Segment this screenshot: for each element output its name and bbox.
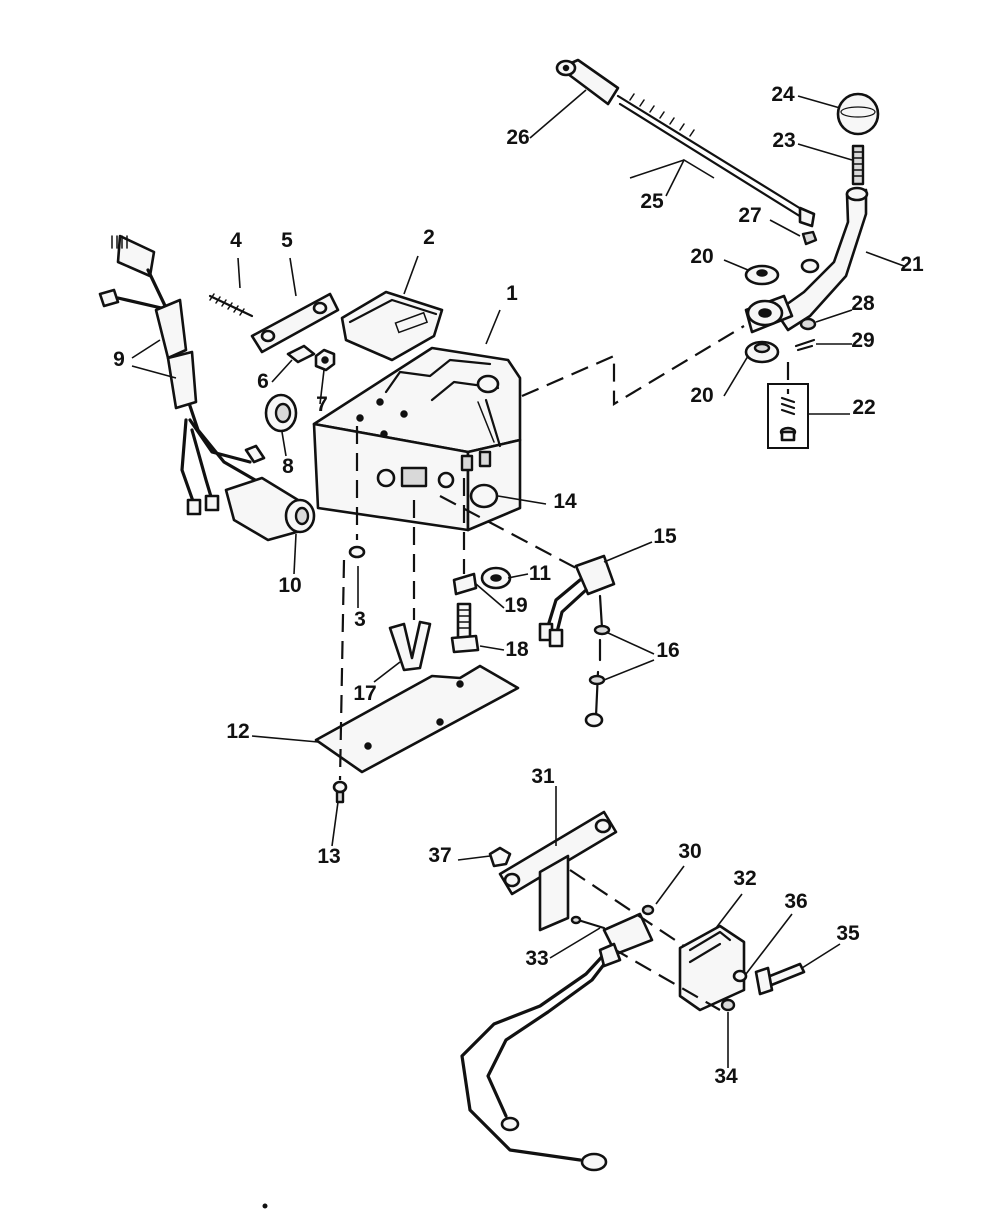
part-grommet-8 — [264, 393, 298, 433]
callout-26: 26 — [506, 126, 529, 149]
callout-15: 15 — [653, 525, 677, 548]
part-wire-harness-9 — [98, 234, 266, 516]
part-bushing-20-upper — [744, 264, 780, 286]
part-washer-36 — [732, 969, 748, 983]
part-washer-28 — [799, 317, 817, 331]
part-nut-34 — [720, 998, 736, 1012]
callout-35: 35 — [836, 922, 860, 945]
part-screw-35 — [754, 962, 806, 996]
part-cotter-pin-29 — [794, 338, 816, 352]
callout-27: 27 — [738, 204, 761, 227]
callout-28: 28 — [851, 292, 875, 315]
part-bracket-31 — [498, 810, 618, 932]
callout-16: 16 — [656, 639, 679, 662]
part-button-14 — [469, 483, 499, 509]
callout-34: 34 — [714, 1065, 738, 1088]
part-nut-7 — [314, 348, 336, 372]
callout-20: 20 — [690, 245, 713, 268]
callout-30: 30 — [678, 840, 701, 863]
part-shift-lever-21 — [744, 186, 869, 334]
callout-2: 2 — [423, 226, 435, 249]
callout-31: 31 — [531, 765, 555, 788]
callout-9: 9 — [113, 348, 125, 371]
callout-11: 11 — [529, 562, 552, 585]
callout-17: 17 — [353, 682, 376, 705]
callout-23: 23 — [772, 129, 795, 152]
callout-37: 37 — [428, 844, 451, 867]
part-plate-5 — [250, 292, 340, 354]
callout-4: 4 — [230, 229, 242, 252]
callout-3: 3 — [354, 608, 366, 631]
part-bolt-18 — [450, 602, 480, 654]
part-stud-23 — [851, 144, 865, 186]
part-knob-24 — [836, 92, 880, 136]
part-screw-33 — [570, 915, 606, 930]
part-switch-10 — [224, 476, 316, 542]
part-leads-16 — [584, 594, 611, 728]
part-clip-6 — [286, 344, 316, 364]
part-cable-leads — [460, 942, 622, 1172]
callout-22: 22 — [852, 396, 875, 419]
callout-19: 19 — [504, 594, 527, 617]
part-bushing-20-lower — [744, 340, 780, 364]
part-spring-4 — [208, 293, 254, 318]
part-screw-13 — [332, 780, 348, 804]
alignment-line-screw-13 — [338, 426, 359, 781]
part-clip-17 — [388, 620, 432, 672]
callout-18: 18 — [505, 638, 529, 661]
leader-lines — [131, 89, 905, 1068]
callout-12: 12 — [226, 720, 249, 743]
callout-8: 8 — [282, 455, 294, 478]
part-cover-2 — [340, 290, 444, 362]
stray-mark — [262, 1203, 268, 1209]
callout-21: 21 — [900, 253, 924, 276]
part-clevis-26 — [555, 58, 620, 106]
part-linkage-rod-25 — [616, 93, 816, 228]
part-detent-kit-22 — [767, 383, 809, 449]
callout-25: 25 — [640, 190, 664, 213]
part-nut-37 — [488, 846, 512, 868]
part-nut-3 — [348, 545, 366, 559]
callout-24: 24 — [771, 83, 795, 106]
callout-32: 32 — [733, 867, 756, 890]
callout-10: 10 — [278, 574, 301, 597]
part-switch-15 — [538, 554, 616, 648]
callout-5: 5 — [281, 229, 293, 252]
callout-20: 20 — [690, 384, 713, 407]
part-nut-11 — [480, 566, 512, 590]
alignment-line-bracket-31 — [569, 869, 721, 1011]
callout-7: 7 — [316, 393, 328, 416]
callout-36: 36 — [784, 890, 807, 913]
part-switch-bracket-32 — [678, 924, 746, 1012]
alignment-line-housing-lever — [521, 325, 745, 406]
part-base-plate-12 — [314, 664, 520, 774]
callout-6: 6 — [257, 370, 269, 393]
callout-33: 33 — [525, 947, 548, 970]
callout-14: 14 — [553, 490, 577, 513]
callout-29: 29 — [851, 329, 874, 352]
part-nut-27 — [801, 230, 818, 246]
part-washer-19 — [452, 572, 478, 596]
callout-13: 13 — [317, 845, 340, 868]
callout-1: 1 — [506, 282, 518, 305]
